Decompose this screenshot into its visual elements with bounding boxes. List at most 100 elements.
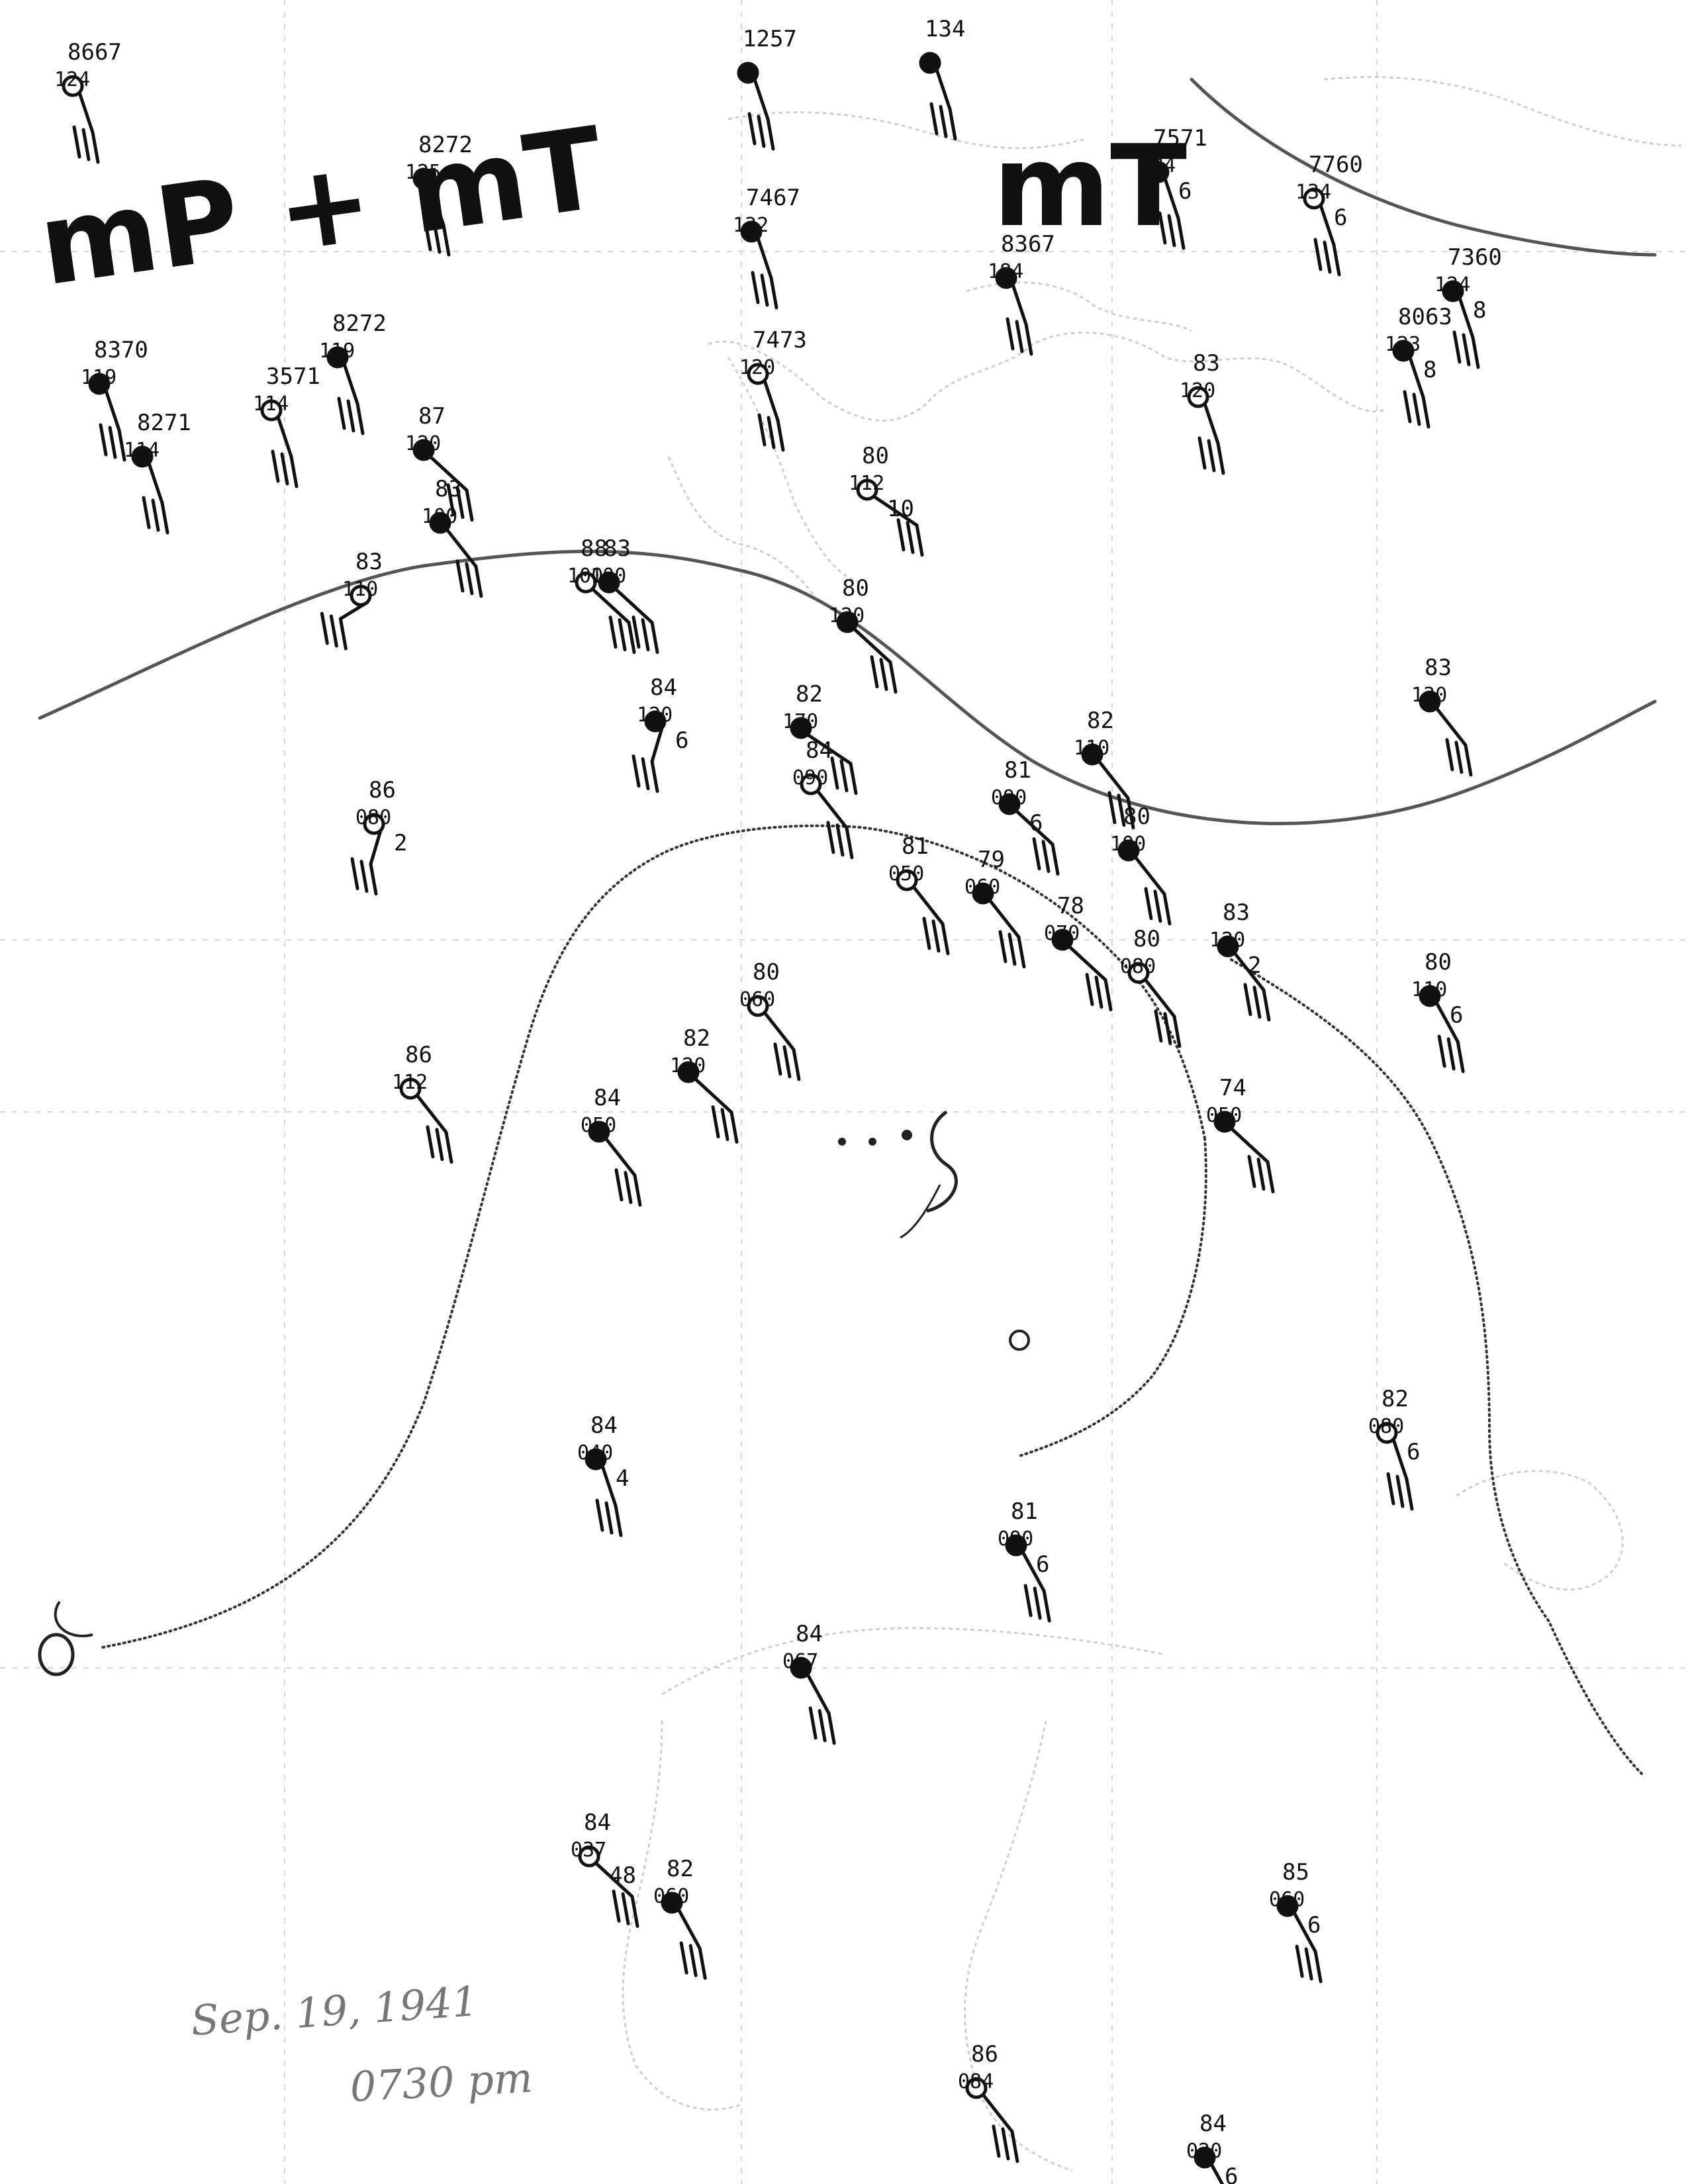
station-extra: 48 xyxy=(609,1862,636,1889)
station-extra: 2 xyxy=(394,830,407,856)
wind-barb xyxy=(1015,320,1024,353)
wind-barb xyxy=(346,399,355,433)
station-temperature: 80 xyxy=(842,575,869,602)
station-temperature: 86 xyxy=(369,777,396,803)
wind-barb xyxy=(826,821,835,854)
wind-barb xyxy=(1386,1472,1395,1506)
wind-barb xyxy=(1252,985,1262,1019)
wind-barb xyxy=(1313,238,1323,271)
isobars xyxy=(98,824,1643,1775)
wind-barb xyxy=(1041,840,1051,874)
wind-barb xyxy=(1024,322,1033,356)
station-temperature: 83 xyxy=(604,535,631,562)
station-temperature: 8370 xyxy=(94,337,148,363)
wind-barb xyxy=(633,1173,642,1207)
wind-shaft xyxy=(1067,944,1107,982)
wind-barb xyxy=(1154,1009,1163,1043)
station-temperature: 8063 xyxy=(1398,304,1452,330)
wind-barb xyxy=(782,1045,792,1079)
station-circle xyxy=(836,611,859,633)
station-circle xyxy=(326,346,349,369)
wind-barb xyxy=(688,1944,698,1978)
wind-shaft xyxy=(1292,1911,1317,1954)
station-pressure: 060 xyxy=(739,988,775,1011)
station-pressure: 134 xyxy=(1295,181,1331,204)
station-pressure: 170 xyxy=(782,710,818,733)
station-circle xyxy=(737,62,759,84)
wind-barb xyxy=(1107,791,1117,825)
wind-barb xyxy=(1323,240,1332,274)
wind-barb xyxy=(1454,741,1464,774)
station-temperature: 84 xyxy=(796,1621,823,1647)
wind-barb xyxy=(1456,1040,1465,1073)
wind-shaft xyxy=(614,587,654,625)
station-pressure: 184 xyxy=(988,260,1023,283)
wind-barb xyxy=(1412,392,1421,426)
wind-barb xyxy=(91,130,100,164)
station-extra: 2 xyxy=(1248,952,1261,979)
wind-shaft xyxy=(77,91,95,134)
station-circle xyxy=(578,1845,600,1868)
wind-barb xyxy=(271,449,280,483)
wind-shaft xyxy=(852,627,892,664)
station-pressure: 132 xyxy=(733,214,769,237)
wind-shaft xyxy=(415,1093,448,1134)
station-pressure: 090 xyxy=(998,1527,1033,1551)
wind-barb xyxy=(1167,214,1176,248)
station-temperature: 7473 xyxy=(753,327,807,353)
station-temperature: 1257 xyxy=(743,26,797,52)
wind-barb xyxy=(1032,837,1041,871)
wind-barb xyxy=(1153,889,1162,923)
wind-shaft xyxy=(1391,1437,1409,1481)
wind-shaft xyxy=(981,2093,1014,2134)
station-temperature: 82 xyxy=(667,1856,694,1882)
wind-barb xyxy=(948,107,957,141)
station-circle xyxy=(1005,1534,1027,1557)
station-temperature: 85 xyxy=(1282,1859,1309,1886)
station-pressure: 037 xyxy=(571,1839,606,1862)
station-circle xyxy=(1442,280,1464,302)
wind-barb xyxy=(679,1941,688,1975)
wind-shaft xyxy=(1458,296,1475,340)
wind-shaft xyxy=(872,494,919,527)
station-pressure: 125 xyxy=(405,161,441,184)
station-extra: 6 xyxy=(1407,1439,1420,1465)
wind-barb xyxy=(641,618,650,652)
wind-barb xyxy=(896,518,906,552)
station-pressure: 070 xyxy=(1044,922,1080,945)
wind-barb xyxy=(614,1168,624,1202)
station-circle xyxy=(412,167,435,190)
station-temperature: 80 xyxy=(1123,803,1150,830)
wind-shaft xyxy=(104,388,121,432)
wind-barb xyxy=(320,612,329,645)
station-circle xyxy=(972,882,994,905)
wind-shaft xyxy=(428,455,469,492)
wind-barb xyxy=(1176,216,1186,250)
station-temperature: 80 xyxy=(862,443,889,469)
station-circle xyxy=(747,995,769,1017)
wind-barb xyxy=(650,760,659,794)
wind-barb xyxy=(1144,887,1153,921)
station-circle xyxy=(412,439,435,461)
wind-shaft xyxy=(1163,177,1180,220)
wind-barb xyxy=(760,273,769,307)
station-pressure: 080 xyxy=(1368,1415,1404,1438)
station-pressure: 124 xyxy=(54,68,90,91)
station-pressure: 060 xyxy=(964,876,1000,899)
station-pressure: 100 xyxy=(1110,833,1146,856)
wind-shaft xyxy=(1319,203,1336,247)
